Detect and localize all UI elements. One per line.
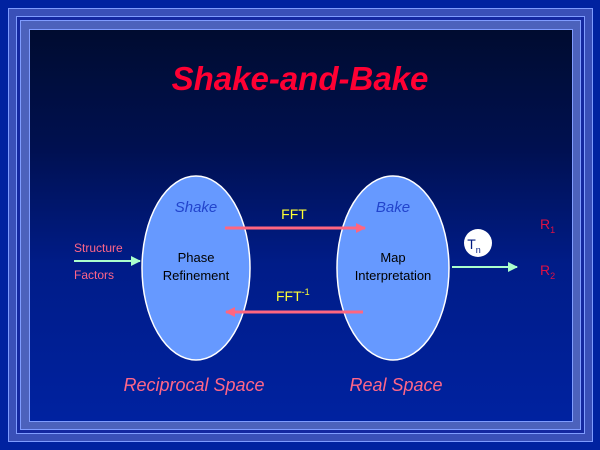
output-r1-symbol: R [540, 216, 550, 232]
output-r2-subscript: 2 [550, 271, 555, 281]
fft-inverse-text: FFT [276, 288, 302, 304]
slide-title: Shake-and-Bake [172, 60, 429, 97]
fft-inverse-label: FFT-1 [276, 287, 310, 304]
input-label-top: Structure [74, 241, 123, 255]
bake-heading: Bake [376, 199, 410, 216]
output-r2-symbol: R [540, 262, 550, 278]
threshold-label: Tn [467, 236, 481, 255]
slide-background [29, 29, 573, 422]
bake-line1: Map [380, 250, 405, 265]
output-r2: R2 [540, 262, 555, 281]
fft-label: FFT [281, 206, 307, 222]
threshold-circle [464, 229, 492, 257]
bake-ellipse [336, 175, 450, 361]
real-space-label: Real Space [349, 375, 442, 395]
shake-heading: Shake [175, 199, 218, 216]
bake-line2: Interpretation [355, 268, 432, 283]
fft-inverse-superscript: -1 [302, 287, 310, 297]
output-r1-subscript: 1 [550, 225, 555, 235]
reciprocal-space-label: Reciprocal Space [123, 375, 264, 395]
shake-line1: Phase [178, 250, 215, 265]
threshold-subscript: n [476, 245, 481, 255]
shake-line2: Refinement [163, 268, 230, 283]
output-r1: R1 [540, 216, 555, 235]
shake-ellipse [141, 175, 251, 361]
threshold-symbol: T [467, 236, 476, 252]
input-label-bottom: Factors [74, 268, 114, 282]
